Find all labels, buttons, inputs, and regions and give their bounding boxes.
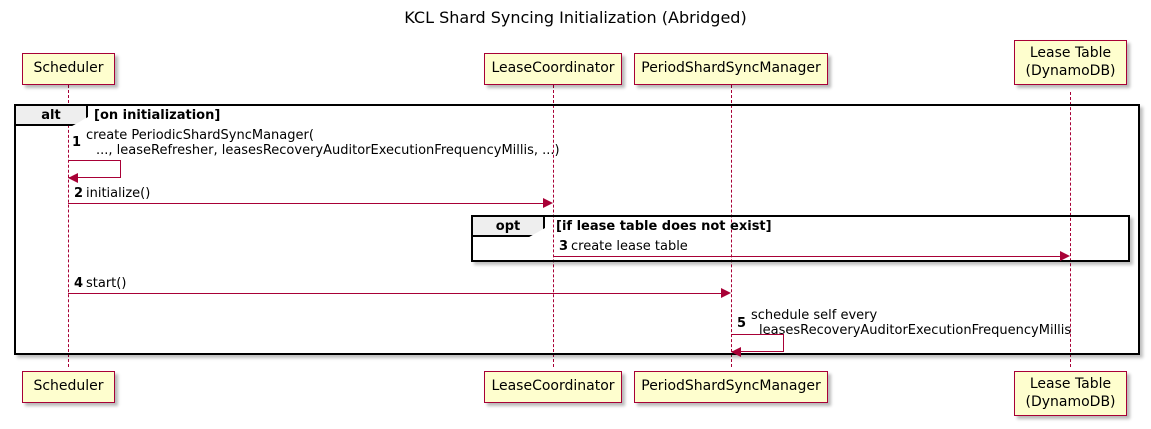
- message-4-label: start(): [86, 276, 127, 291]
- participant-lease-coordinator-top[interactable]: LeaseCoordinator: [484, 53, 622, 85]
- message-5-self-loop: [731, 334, 784, 352]
- message-1-number: 1: [72, 135, 82, 150]
- participant-lease-table-top[interactable]: Lease Table (DynamoDB): [1014, 40, 1127, 85]
- fragment-opt-keyword: opt: [495, 218, 521, 234]
- participant-label: LeaseCoordinator: [491, 60, 615, 77]
- message-2-number: 2: [74, 186, 84, 201]
- fragment-alt-guard: [on initialization]: [94, 108, 221, 123]
- diagram-title: KCL Shard Syncing Initialization (Abridg…: [404, 8, 747, 27]
- lifeline-lease-table: [1070, 92, 1071, 367]
- message-5-arrowhead: [731, 347, 741, 357]
- fragment-alt: [14, 104, 1140, 355]
- message-5-label-line1: schedule self every: [751, 308, 878, 323]
- participant-label: Scheduler: [33, 378, 104, 395]
- participant-label: Lease Table: [1029, 376, 1112, 393]
- participant-label: Lease Table: [1029, 45, 1112, 62]
- message-2-arrowhead: [543, 198, 553, 208]
- message-4-line: [68, 293, 721, 294]
- fragment-alt-tab: alt: [16, 106, 88, 126]
- message-3-arrowhead: [1060, 251, 1070, 261]
- participant-scheduler-bottom[interactable]: Scheduler: [22, 371, 115, 403]
- participant-label: PeriodShardSyncManager: [641, 378, 821, 395]
- participant-label-line2: (DynamoDB): [1025, 62, 1116, 79]
- message-5-number: 5: [737, 316, 747, 331]
- participant-scheduler-top[interactable]: Scheduler: [22, 53, 115, 85]
- fragment-opt: [471, 215, 1130, 262]
- participant-period-shard-sync-manager-top[interactable]: PeriodShardSyncManager: [634, 53, 828, 85]
- message-5-label-line2: leasesRecoveryAuditorExecutionFrequencyM…: [759, 323, 1072, 338]
- message-1-self-loop: [68, 160, 121, 178]
- participant-lease-coordinator-bottom[interactable]: LeaseCoordinator: [484, 371, 622, 403]
- message-1-label-line1: create PeriodicShardSyncManager(: [86, 128, 314, 143]
- fragment-opt-tab: opt: [473, 217, 545, 237]
- lifeline-scheduler: [68, 85, 69, 367]
- message-2-label: initialize(): [86, 186, 151, 201]
- participant-label: PeriodShardSyncManager: [641, 60, 821, 77]
- message-1-label-line2: ..., leaseRefresher, leasesRecoveryAudit…: [96, 143, 560, 158]
- message-3-line: [553, 256, 1060, 257]
- participant-label-line2: (DynamoDB): [1025, 393, 1116, 410]
- fragment-alt-keyword: alt: [41, 107, 61, 123]
- lifeline-period-shard-sync-manager: [731, 85, 732, 367]
- participant-label: Scheduler: [33, 60, 104, 77]
- message-3-label: create lease table: [571, 239, 688, 254]
- message-4-number: 4: [74, 276, 84, 291]
- message-3-number: 3: [559, 239, 569, 254]
- lifeline-lease-coordinator: [553, 85, 554, 367]
- message-1-arrowhead: [68, 173, 78, 183]
- participant-lease-table-bottom[interactable]: Lease Table (DynamoDB): [1014, 371, 1127, 416]
- participant-label: LeaseCoordinator: [491, 378, 615, 395]
- message-4-arrowhead: [721, 288, 731, 298]
- participant-period-shard-sync-manager-bottom[interactable]: PeriodShardSyncManager: [634, 371, 828, 403]
- fragment-opt-guard: [if lease table does not exist]: [556, 219, 772, 234]
- message-2-line: [68, 203, 543, 204]
